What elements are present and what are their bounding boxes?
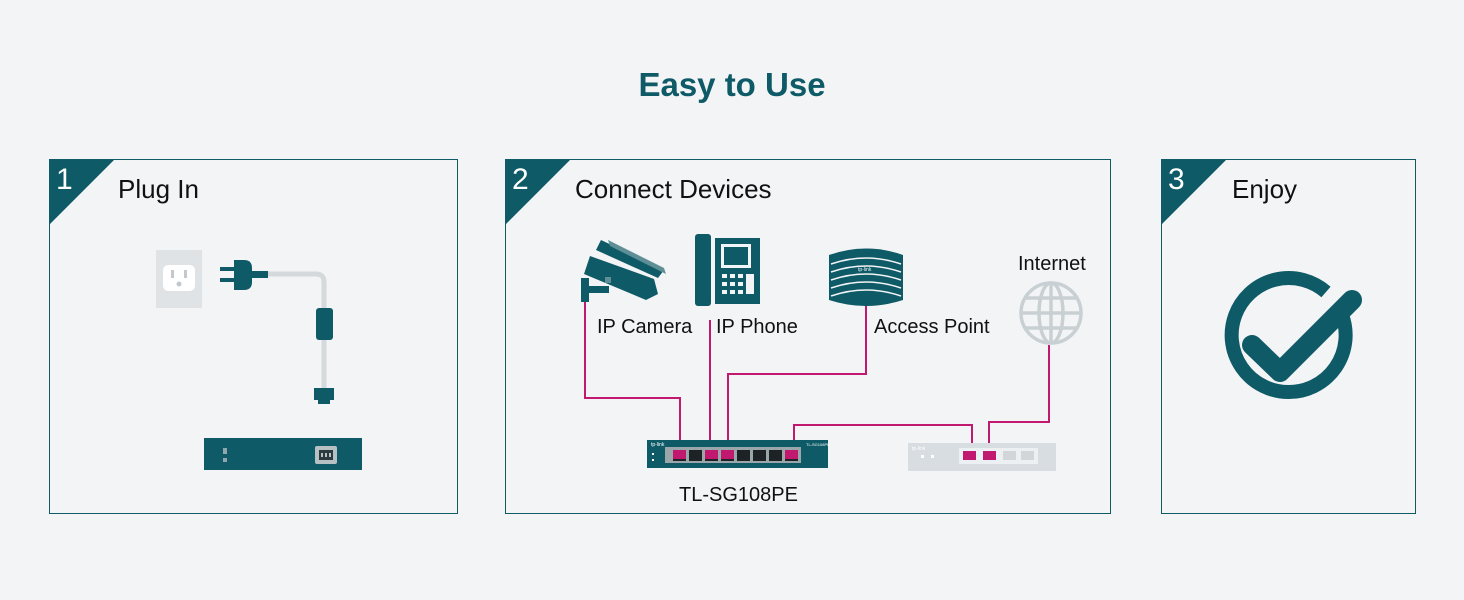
- connection-lines: [584, 300, 1050, 450]
- globe-icon: [1019, 281, 1083, 345]
- main-switch-icon: tp-link TL-SG108PE: [647, 440, 830, 468]
- step-3-number: 3: [1168, 163, 1185, 196]
- step-1-number: 1: [56, 163, 73, 196]
- step-1-title: Plug In: [118, 174, 199, 204]
- access-point-icon: tp-link: [829, 248, 903, 306]
- power-plug-icon: [220, 260, 268, 290]
- ip-camera-label: IP Camera: [597, 316, 693, 338]
- switch-label: TL-SG108PE: [679, 484, 798, 506]
- step-2-illustration: IP Camera IP Phone: [581, 234, 1086, 506]
- step-1-corner: [50, 160, 114, 224]
- main-switch-brand: tp-link: [651, 442, 665, 448]
- check-circle-icon: [1224, 271, 1362, 400]
- access-point-label: Access Point: [874, 316, 990, 338]
- ip-phone-icon: [695, 234, 760, 306]
- step-1-illustration: [156, 250, 362, 470]
- svg-text:tp-link: tp-link: [858, 267, 872, 273]
- internet-label: Internet: [1018, 253, 1086, 275]
- main-switch-model-small: TL-SG108PE: [806, 442, 830, 447]
- power-cable-icon: [268, 271, 334, 404]
- ip-camera-icon: [581, 240, 666, 302]
- svg-text:tp-link: tp-link: [912, 446, 926, 452]
- wall-outlet-icon: [156, 250, 202, 308]
- page-title: Easy to Use: [638, 66, 826, 103]
- router-icon: tp-link: [908, 443, 1056, 471]
- ip-phone-label: IP Phone: [716, 316, 798, 338]
- step-2-title: Connect Devices: [575, 174, 772, 204]
- step-2-number: 2: [512, 163, 529, 196]
- step-2-card: 2 Connect Devices IP Camera: [505, 159, 1111, 514]
- step-1-card: 1 Plug In: [49, 159, 458, 514]
- step-2-corner: [506, 160, 570, 224]
- step-3-card: 3 Enjoy: [1161, 159, 1416, 514]
- step-3-corner: [1162, 160, 1226, 224]
- step-3-title: Enjoy: [1232, 174, 1298, 204]
- switch-rear-icon: [204, 438, 362, 470]
